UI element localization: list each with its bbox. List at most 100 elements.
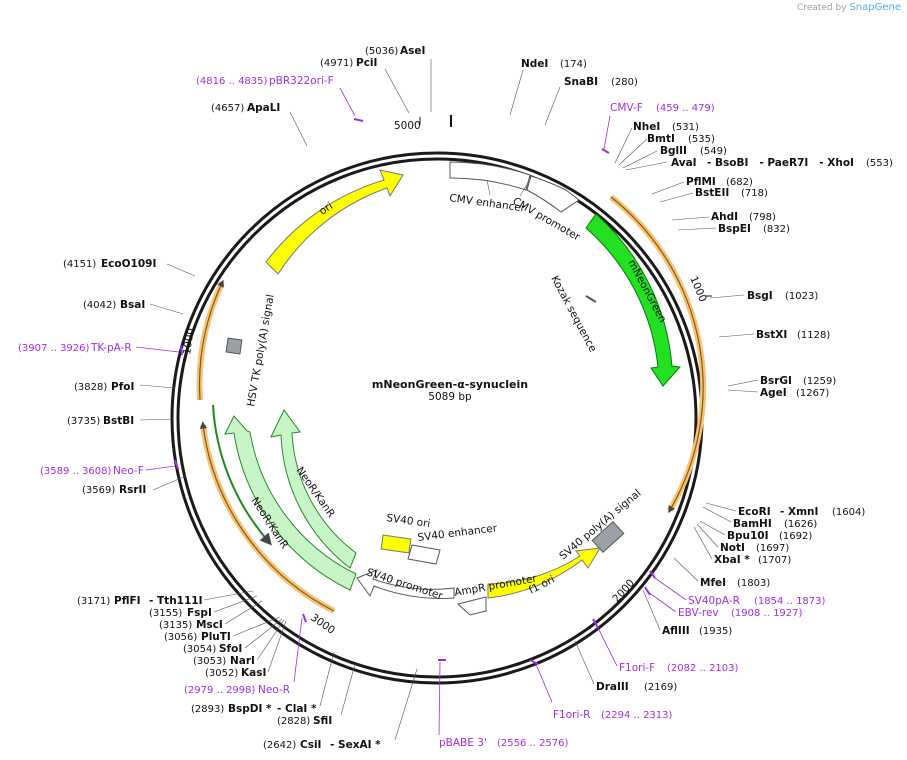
created-by-text: Created by: [797, 3, 847, 13]
site-kasi-pos: (3052): [205, 668, 238, 679]
site-pluti-name: PluTI: [201, 631, 231, 643]
site-lead-bspei: [677, 227, 717, 231]
site-bamhi-name: BamHI: [733, 518, 772, 530]
primer-neo-f-range: (3589 .. 3608): [40, 466, 112, 477]
feature-sv40-ori: SV40 ori: [386, 512, 431, 530]
primer-cmv-f-range: (459 .. 479): [656, 103, 715, 114]
site-bsteii-pos: (718): [741, 188, 768, 199]
site-lead-agei: [727, 389, 759, 393]
sv40-polya-box: [591, 520, 625, 554]
site-sfoi-pos: (3054): [183, 644, 216, 655]
mneongreen-arrow: [585, 213, 682, 387]
site-lead-ndei: [509, 69, 524, 116]
site-ecoo109i-name: EcoO109I: [101, 258, 156, 270]
site-ecoo109i-pos: (4151): [63, 259, 96, 270]
primer-cmv-f-name: CMV-F: [610, 102, 643, 114]
site-ecori-extra: - XmnI: [780, 506, 818, 518]
cmv-promoter-lead: [519, 182, 529, 197]
site-fspi-pos: (3155): [149, 608, 182, 619]
site-avai-name: AvaI: [671, 157, 697, 169]
site-lead-apali: [289, 111, 308, 147]
primer-lead-cmv-f: [603, 115, 611, 150]
site-bglii-name: BglII: [660, 145, 687, 157]
ampr-promoter-arrow: [456, 596, 487, 616]
primer-labels: (4816 .. 4835) pBR322ori-F CMV-F (459 ..…: [18, 75, 826, 749]
primer-tick-sv40pa-r: [649, 570, 656, 579]
site-bamhi-pos: (1626): [784, 519, 817, 530]
orange-arc-upper-left-inner: [198, 279, 224, 401]
primer-tick-tk-pa-r: [180, 344, 183, 356]
site-agei-name: AgeI: [760, 387, 787, 399]
site-bstxi-pos: (1128): [797, 330, 830, 341]
site-sfoi-name: SfoI: [219, 643, 242, 655]
site-bsteii-name: BstEII: [695, 187, 729, 199]
site-msci-pos: (3135): [159, 620, 192, 631]
primer-pbr322ori-f-range: (4816 .. 4835): [196, 76, 268, 87]
primer-ebv-rev-range: (1908 .. 1927): [731, 608, 803, 619]
site-lead-rsrii: [152, 475, 187, 491]
site-lead-bsai: [149, 303, 184, 315]
primer-lead-f1ori-f: [595, 623, 618, 667]
site-bsai-pos: (4042): [83, 300, 116, 311]
site-lead-nari: [256, 619, 285, 661]
neor-dark-green-line: [212, 404, 272, 546]
primer-lead-tk-pa-r: [135, 346, 180, 353]
site-pfoi-name: PfoI: [111, 381, 134, 393]
site-pfoi-pos: (3828): [74, 382, 107, 393]
primer-sv40pa-r-name: SV40pA-R: [688, 595, 740, 607]
site-bstbi-name: BstBI: [103, 415, 134, 427]
primer-pbabe3-range: (2556 .. 2576): [497, 738, 569, 749]
site-xbai-name: XbaI *: [714, 554, 750, 566]
tick-3000: 3000: [308, 612, 337, 637]
site-lead-sfii: [340, 663, 356, 716]
site-avai-extra: - BsoBI - PaeR7I - XhoI: [707, 157, 854, 169]
site-mfei-name: MfeI: [700, 577, 726, 589]
site-nhei-pos: (531): [672, 122, 699, 133]
site-lead-bglii: [622, 150, 658, 169]
site-nari-pos: (3053): [193, 656, 226, 667]
tick-1000-right: 1000: [687, 274, 708, 303]
orange-arc-right-inner: [610, 196, 704, 514]
site-lead-afliii: [642, 589, 661, 631]
site-pflfi-name: PflFI: [114, 595, 141, 607]
tick-5000: 5000: [394, 120, 421, 132]
site-csii-name: CsiI: [300, 739, 321, 751]
sv40-enhancer-arrow: [407, 544, 441, 565]
site-bspdi-pos: (2893): [191, 704, 224, 715]
site-lead-pfoi: [139, 384, 176, 389]
site-pcii-name: PciI: [356, 57, 377, 69]
site-pluti-pos: (3056): [164, 632, 197, 643]
site-csii-extra: - SexAI *: [330, 739, 381, 751]
plasmid-name: mNeonGreen-α-synuclein: [372, 378, 528, 391]
site-snabi-pos: (280): [611, 77, 638, 88]
site-lead-sfoi: [244, 618, 283, 649]
site-draiii-name: DraIII: [596, 681, 629, 693]
site-lead-pflmi: [651, 181, 685, 195]
site-lead-draiii: [574, 640, 595, 685]
ori-arrow: [265, 169, 404, 275]
site-rsrii-name: RsrII: [119, 484, 146, 496]
site-bglii-pos: (549): [700, 146, 727, 157]
site-lead-pflfi: [203, 590, 254, 601]
primer-tk-pa-r-name: TK-pA-R: [90, 342, 132, 354]
primer-lead-pbr322ori-f: [339, 87, 356, 117]
site-lead-bsteii: [659, 192, 694, 203]
site-pflfi-pos: (3171): [77, 596, 110, 607]
primer-lead-neo-r: [293, 617, 303, 683]
site-ndei-pos: (174): [560, 59, 587, 70]
primer-lead-neo-f: [145, 465, 176, 471]
primer-lead-ebv-rev: [647, 591, 677, 613]
site-lead-avai: [625, 161, 668, 171]
site-bmti-pos: (535): [688, 134, 715, 145]
site-bpu10i-pos: (1692): [779, 531, 812, 542]
site-lead-fspi: [213, 595, 258, 613]
primer-lead-pbabe3: [438, 661, 441, 736]
site-draiii-pos: (2169): [644, 682, 677, 693]
site-nhei-name: NheI: [633, 121, 660, 133]
site-noti-pos: (1697): [756, 543, 789, 554]
primer-neo-f-name: Neo-F: [113, 465, 144, 477]
site-labels: (5036) AseI (4971) PciI (4657) ApaLI Nde…: [63, 45, 893, 751]
site-ecori-pos: (1604): [832, 507, 865, 518]
primer-f1ori-f-name: F1ori-F: [619, 662, 655, 674]
sv40-ori-box: [380, 534, 412, 554]
